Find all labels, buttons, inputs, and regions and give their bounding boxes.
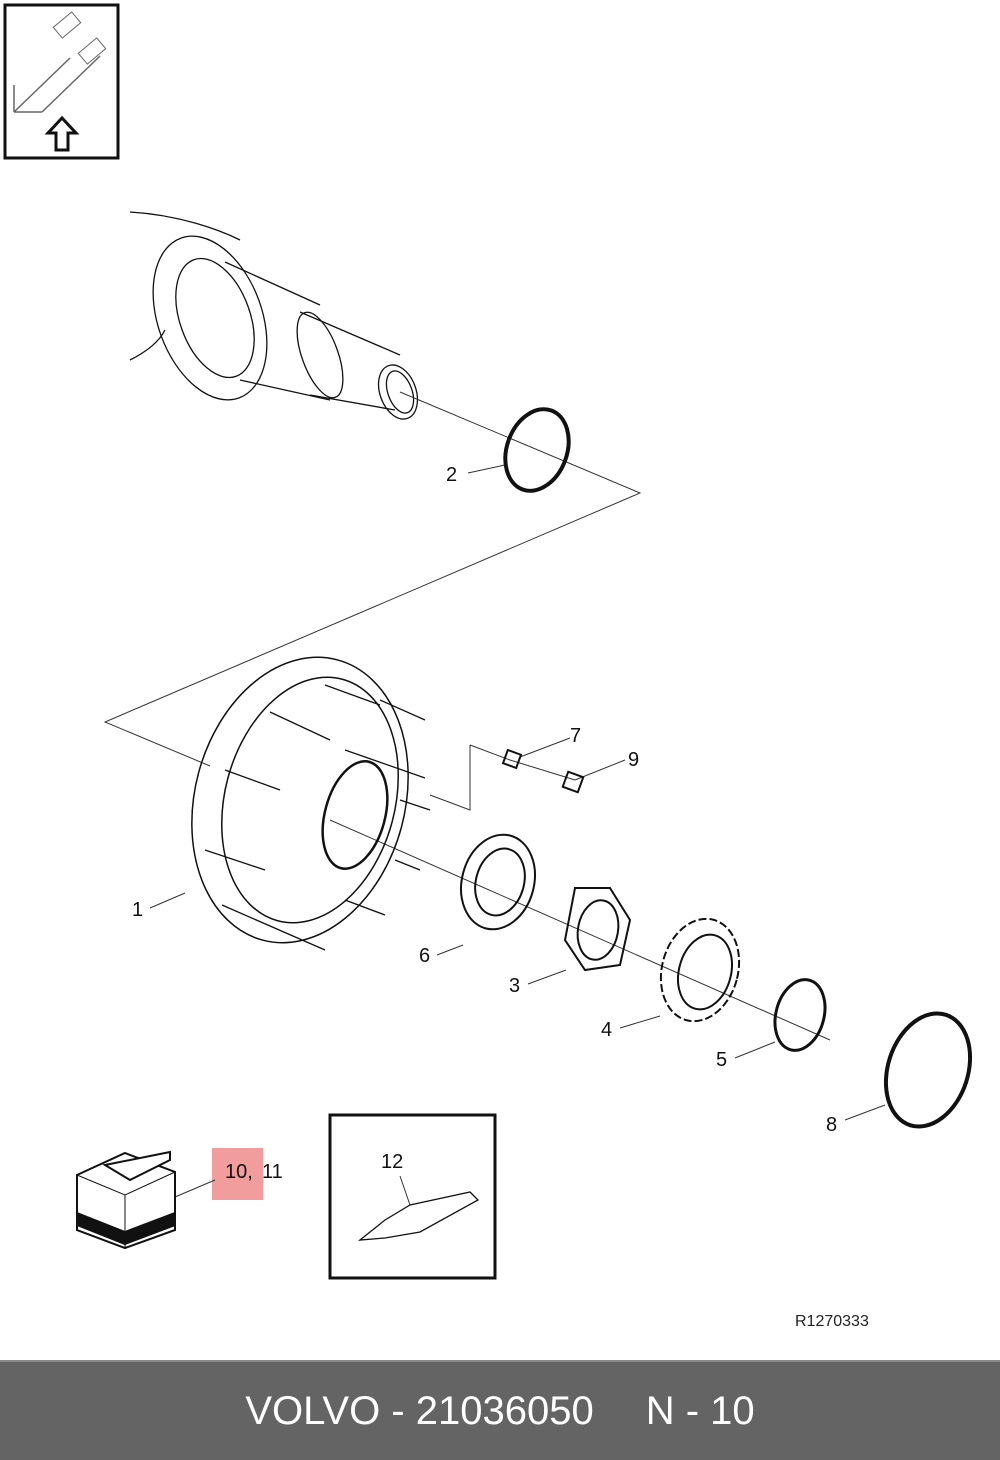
leader-lines (103, 391, 886, 1206)
footer-bar: VOLVO - 21036050 N - 10 (0, 1360, 1000, 1460)
part-8-o-ring[interactable] (872, 1002, 984, 1137)
callout-2: 2 (446, 464, 457, 486)
part-4-lock-nut[interactable] (650, 910, 750, 1030)
part-2-seal-ring[interactable] (494, 400, 579, 499)
diagram-position: N - 10 (645, 1388, 755, 1433)
callout-5: 5 (716, 1049, 727, 1071)
callout-3: 3 (509, 975, 520, 997)
part-9-nut[interactable] (561, 770, 585, 794)
part-3-hex-nut[interactable] (563, 887, 632, 972)
part-7-nut[interactable] (501, 748, 523, 770)
callout-6: 6 (419, 945, 430, 967)
callout-1: 1 (132, 899, 143, 921)
part-6-lock-washer[interactable] (451, 826, 545, 937)
part-1-wheel-hub[interactable] (161, 633, 439, 967)
callout-4: 4 (601, 1019, 612, 1041)
reference-code: R1270333 (795, 1313, 869, 1330)
callout-9: 9 (628, 749, 639, 771)
part-10-11-kit-box-icon[interactable] (76, 1150, 176, 1250)
callout-10[interactable]: 10, (225, 1161, 253, 1183)
exploded-parts-diagram: 1 2 3 4 5 6 7 8 9 10, 11 12 R1270333 (3, 3, 984, 1330)
callout-11: 11 (262, 1161, 283, 1183)
brand-part-number: VOLVO - 21036050 (245, 1388, 594, 1433)
part-5-retaining-ring[interactable] (768, 974, 833, 1056)
orientation-icon (3, 3, 120, 160)
callout-7: 7 (570, 725, 581, 747)
callout-8: 8 (826, 1114, 837, 1136)
part-12-sealant-tube-box[interactable] (328, 1113, 497, 1280)
highlighted-callout-marker (212, 1148, 263, 1200)
axle-housing (129, 211, 419, 420)
callout-12: 12 (381, 1151, 403, 1173)
